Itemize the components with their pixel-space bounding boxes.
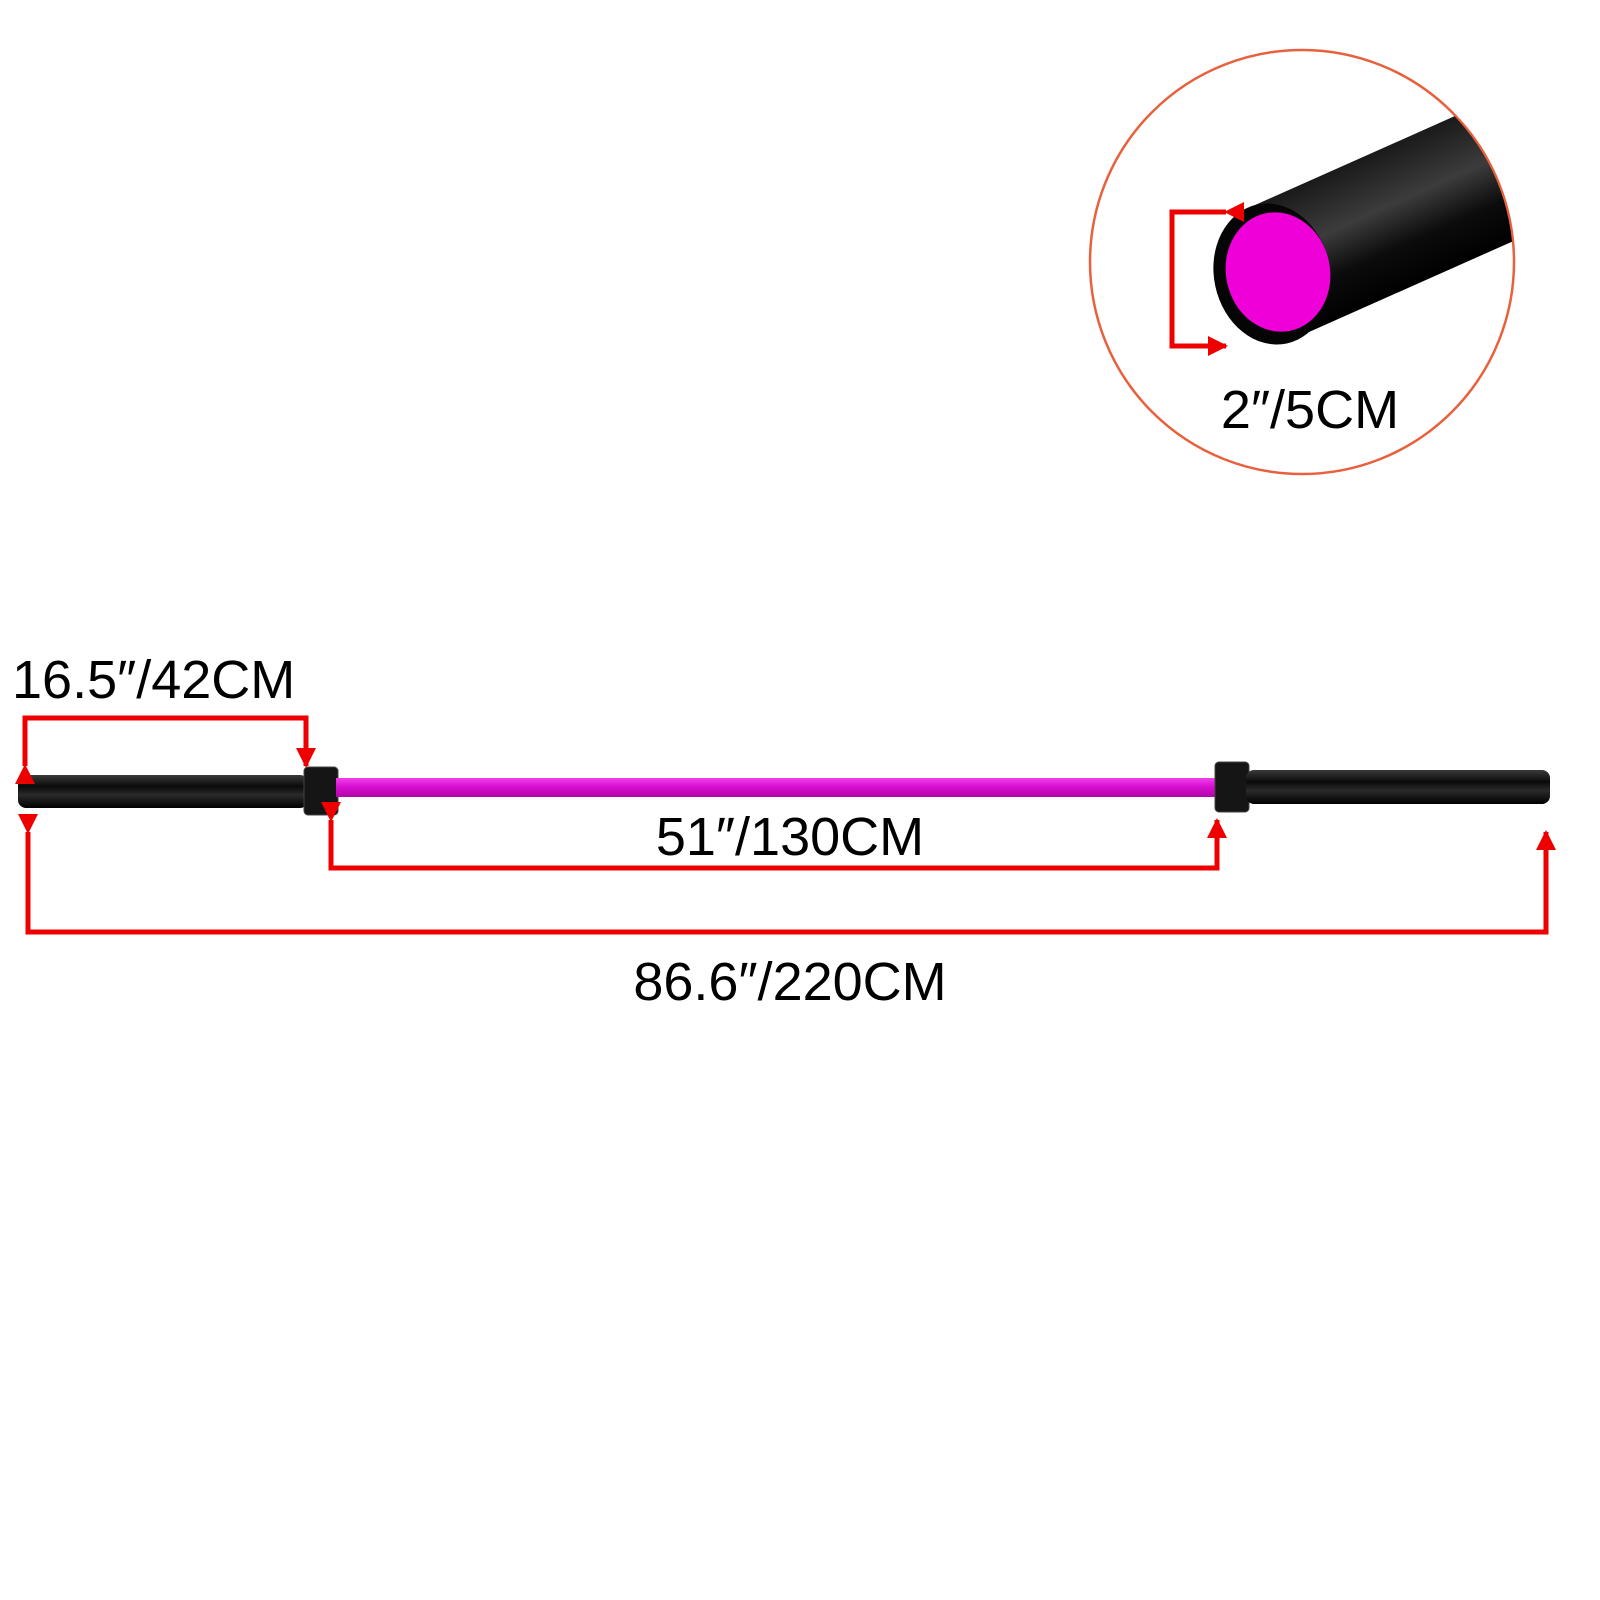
total-length-bracket [18, 814, 1556, 935]
diameter-label: 2″/5CM [1221, 380, 1399, 440]
right-collar [1214, 761, 1250, 813]
grip-length-label: 51″/130CM [656, 807, 924, 867]
diameter-inset: 2″/5CM [1088, 48, 1516, 476]
right-sleeve [1246, 770, 1550, 804]
inset-shaft-end [1225, 212, 1331, 332]
grip-length-dimension: 51″/130CM [321, 802, 1227, 871]
sleeve-length-label: 16.5″/42CM [12, 650, 295, 710]
left-sleeve [18, 775, 308, 808]
sleeve-length-bracket [14, 715, 316, 784]
left-collar [303, 766, 339, 816]
sleeve-length-dimension: 16.5″/42CM [12, 650, 316, 784]
diameter-bracket [1169, 202, 1244, 356]
total-length-dimension: 86.6″/220CM [18, 814, 1556, 1012]
total-length-label: 86.6″/220CM [633, 952, 946, 1012]
inset-tube [1243, 51, 1513, 337]
shaft [336, 778, 1218, 797]
